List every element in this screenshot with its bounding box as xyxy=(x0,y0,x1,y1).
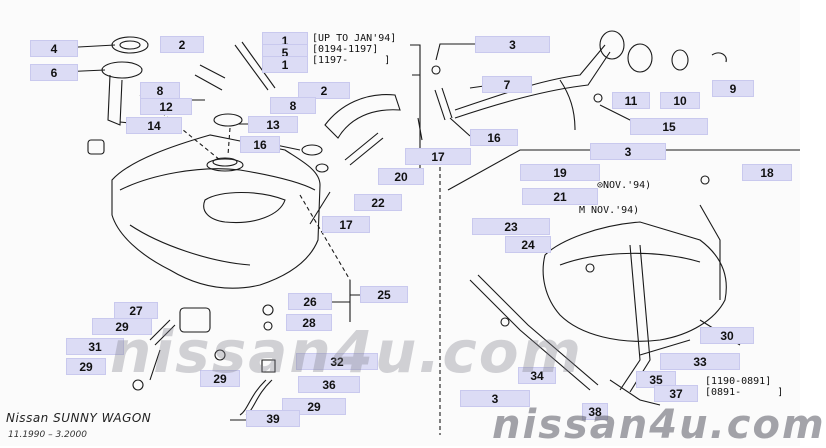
callout-12[interactable]: 12 xyxy=(140,98,192,115)
callout-22[interactable]: 22 xyxy=(354,194,402,211)
callout-32[interactable]: 32 xyxy=(296,353,378,370)
watermark-bottom: nissan4u.com xyxy=(492,402,826,448)
callout-34[interactable]: 34 xyxy=(518,367,556,384)
callout-30[interactable]: 30 xyxy=(700,327,754,344)
range-note-top: [UP TO JAN'94] [0194-1197] [1197- ] xyxy=(312,33,397,66)
callout-8[interactable]: 8 xyxy=(140,82,180,99)
callout-36[interactable]: 36 xyxy=(298,376,360,393)
callout-24[interactable]: 24 xyxy=(505,236,551,253)
callout-39[interactable]: 39 xyxy=(246,410,300,427)
vehicle-model-title: Nissan SUNNY WAGON xyxy=(6,411,152,425)
callout-29-b[interactable]: 29 xyxy=(66,358,106,375)
callout-26[interactable]: 26 xyxy=(288,293,332,310)
callout-19[interactable]: 19 xyxy=(520,164,600,181)
watermark-center: nissan4u.com xyxy=(110,318,583,386)
callout-8-b[interactable]: 8 xyxy=(270,97,316,114)
callout-25[interactable]: 25 xyxy=(360,286,408,303)
callout-9[interactable]: 9 xyxy=(712,80,754,97)
parts-diagram: 4 6 2 8 12 14 1 5 1 2 8 13 16 3 7 11 10 … xyxy=(6,30,824,448)
fuel-tank-right-outline xyxy=(542,221,727,342)
callout-17[interactable]: 17 xyxy=(405,148,471,165)
callout-16-b[interactable]: 16 xyxy=(470,129,518,146)
callout-27[interactable]: 27 xyxy=(114,302,158,319)
callout-21[interactable]: 21 xyxy=(522,188,598,205)
callout-20[interactable]: 20 xyxy=(378,168,424,185)
callout-15[interactable]: 15 xyxy=(630,118,708,135)
callout-17-b[interactable]: 17 xyxy=(322,216,370,233)
range-note-after-nov94: ⊙NOV.'94) xyxy=(597,180,652,191)
callout-4[interactable]: 4 xyxy=(30,40,78,57)
callout-35[interactable]: 35 xyxy=(636,371,676,388)
range-note-bottom: [1190-0891] [0891- ] xyxy=(705,376,784,398)
callout-14[interactable]: 14 xyxy=(126,117,182,134)
callout-3-c[interactable]: 3 xyxy=(460,390,530,407)
callout-29[interactable]: 29 xyxy=(92,318,152,335)
callout-28[interactable]: 28 xyxy=(286,314,332,331)
callout-38[interactable]: 38 xyxy=(582,403,608,420)
callout-3[interactable]: 3 xyxy=(475,36,550,53)
callout-31[interactable]: 31 xyxy=(66,338,124,355)
callout-18[interactable]: 18 xyxy=(742,164,792,181)
production-range: 11.1990 – 3.2000 xyxy=(8,430,87,440)
fuel-pump-ring xyxy=(111,36,149,54)
callout-10[interactable]: 10 xyxy=(660,92,700,109)
callout-3-b[interactable]: 3 xyxy=(590,143,666,160)
fuel-tank-outline xyxy=(111,134,321,289)
callout-29-c[interactable]: 29 xyxy=(200,370,240,387)
callout-7[interactable]: 7 xyxy=(482,76,532,93)
callout-1-b[interactable]: 1 xyxy=(262,56,308,73)
callout-6[interactable]: 6 xyxy=(30,64,78,81)
callout-2[interactable]: 2 xyxy=(160,36,204,53)
range-note-before-nov94: M NOV.'94) xyxy=(579,205,640,216)
callout-2-b[interactable]: 2 xyxy=(298,82,350,99)
callout-16[interactable]: 16 xyxy=(240,136,280,153)
callout-37[interactable]: 37 xyxy=(654,385,698,402)
callout-33[interactable]: 33 xyxy=(660,353,740,370)
callout-23[interactable]: 23 xyxy=(472,218,550,235)
callout-13[interactable]: 13 xyxy=(248,116,298,133)
callout-11[interactable]: 11 xyxy=(612,92,650,109)
